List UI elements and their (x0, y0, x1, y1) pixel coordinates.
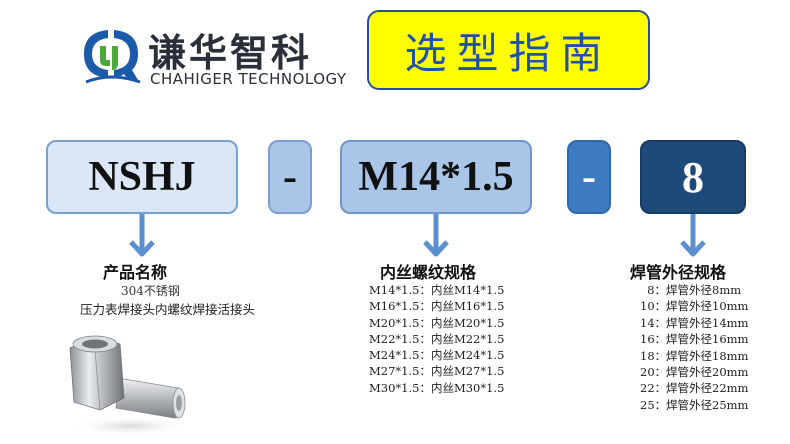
list-item: 14：焊管外径14mm (640, 315, 748, 331)
list-item-value: 焊管外径8mm (666, 283, 742, 297)
product-description: 压力表焊接头内螺纹焊接活接头 (80, 302, 256, 317)
list-item-key: 25： (640, 397, 667, 412)
list-item-key: 20： (640, 365, 667, 380)
thread-spec-list: M14*1.5：内丝M14*1.5 M16*1.5：内丝M16*1.5 M20*… (369, 282, 504, 396)
page-title: 选型指南 (404, 28, 613, 78)
code-separator-2: - (567, 140, 611, 214)
list-item-key: 16： (640, 332, 667, 347)
list-item: M30*1.5：内丝M30*1.5 (369, 380, 505, 395)
list-item-key: 8： (647, 283, 666, 297)
code-part-thread: M14*1.5 (340, 140, 532, 214)
list-item-value: 焊管外径20mm (666, 365, 749, 380)
product-name-heading: 产品名称 (103, 263, 168, 282)
cq-logo-icon (84, 30, 141, 84)
thread-spec-heading: 内丝螺纹规格 (380, 263, 477, 282)
list-item: 20：焊管外径20mm (640, 364, 748, 380)
list-item: M20*1.5：内丝M20*1.5 (369, 315, 505, 330)
list-item-key: 10： (640, 299, 667, 314)
list-item-key: 18： (640, 348, 667, 363)
brand-name-en: CHAHIGER TECHNOLOGY (150, 70, 347, 88)
list-item: M14*1.5：内丝M14*1.5 (369, 283, 505, 297)
list-item: 8：焊管外径8mm (640, 282, 748, 298)
list-item-value: 焊管外径16mm (666, 332, 749, 347)
list-item: M27*1.5：内丝M27*1.5 (369, 364, 505, 379)
list-item-value: 焊管外径25mm (666, 397, 749, 412)
list-item: M22*1.5：内丝M22*1.5 (369, 331, 505, 346)
brand-name-cn: 谦华智科 (148, 31, 313, 75)
list-item: 16：焊管外径16mm (640, 331, 748, 347)
list-item-value: 焊管外径10mm (666, 299, 749, 314)
list-item-key: 22： (640, 381, 667, 396)
list-item: M16*1.5：内丝M16*1.5 (369, 299, 505, 314)
list-item: 18：焊管外径18mm (640, 348, 748, 364)
code-part-weld: 8 (640, 140, 746, 214)
fitting-photo (68, 335, 192, 436)
list-item-value: 焊管外径22mm (666, 381, 749, 396)
code-separator-1: - (268, 140, 312, 214)
weld-spec-list: 8：焊管外径8mm 10：焊管外径10mm 14：焊管外径14mm 16：焊管外… (640, 282, 748, 413)
list-item: M24*1.5：内丝M24*1.5 (369, 348, 505, 363)
list-item-value: 焊管外径14mm (666, 315, 749, 330)
list-item-key: 14： (640, 315, 667, 330)
title-box: 选型指南 (367, 10, 650, 90)
arrow-down-icon (423, 214, 449, 257)
list-item: 25：焊管外径25mm (640, 397, 748, 413)
list-item: 10：焊管外径10mm (640, 298, 748, 314)
list-item-value: 焊管外径18mm (666, 348, 749, 363)
list-item: 22：焊管外径22mm (640, 380, 748, 396)
code-part-product: NSHJ (46, 140, 238, 214)
arrow-down-icon (129, 214, 155, 257)
product-material: 304不锈钢 (121, 284, 180, 298)
arrow-down-icon (680, 214, 706, 257)
weld-spec-heading: 焊管外径规格 (630, 263, 727, 282)
